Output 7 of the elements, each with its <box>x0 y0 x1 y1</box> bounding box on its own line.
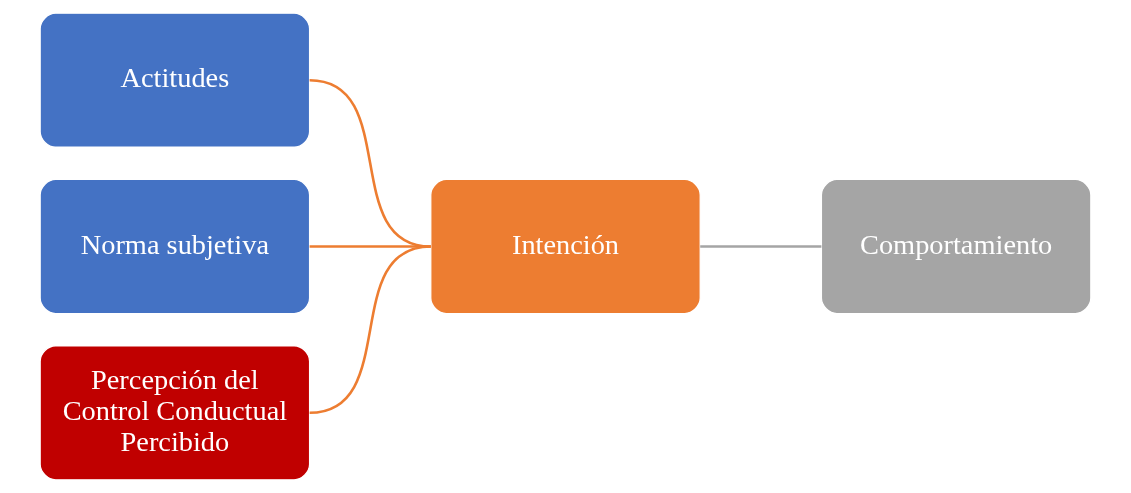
node-box: Intención <box>430 178 701 315</box>
node-box: Percepción del Control Conductual Percibido <box>39 345 311 481</box>
node-box: Actitudes <box>39 12 311 148</box>
connector <box>700 245 822 248</box>
node-box: Comportamiento <box>820 178 1092 315</box>
node-box: Norma subjetiva <box>39 178 311 315</box>
connector <box>309 245 431 415</box>
